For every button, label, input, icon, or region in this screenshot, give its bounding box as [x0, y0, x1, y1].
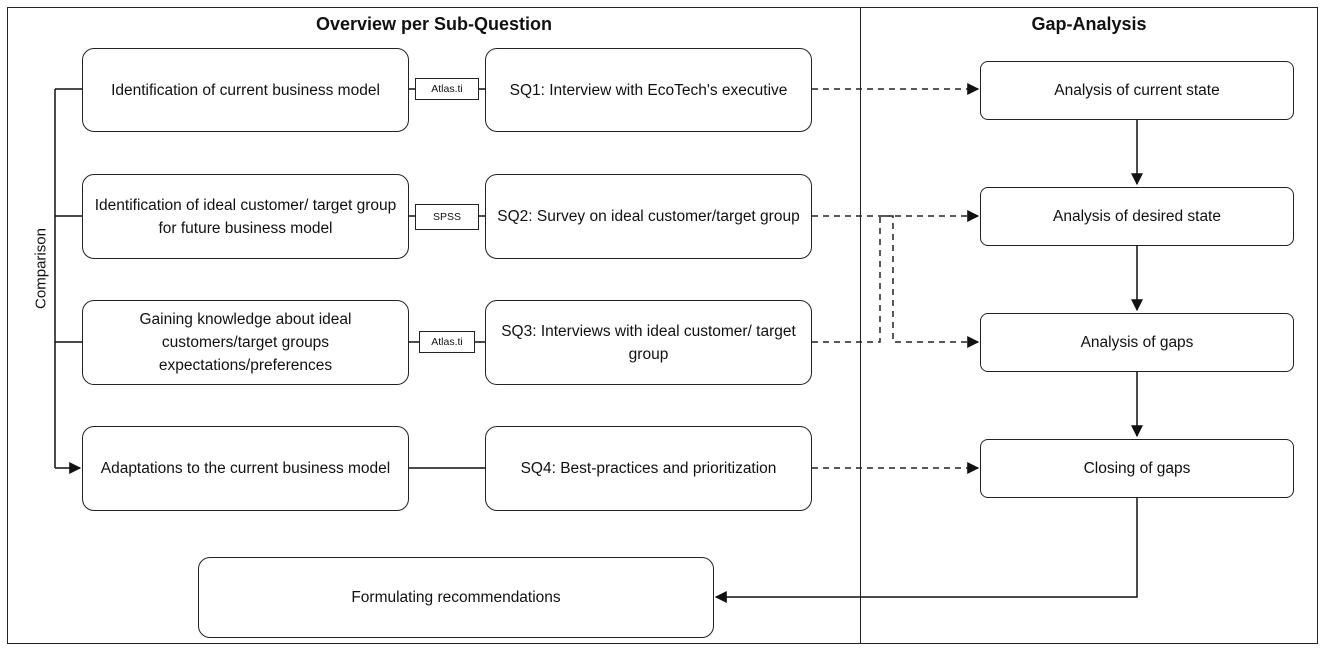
gap-step-desired-state: Analysis of desired state — [980, 187, 1294, 246]
sq-box-4: SQ4: Best-practices and prioritization — [485, 426, 812, 511]
gap-analysis-title: Gap-Analysis — [1031, 14, 1147, 34]
gap-step-current-state: Analysis of current state — [980, 61, 1294, 120]
topic-box-3: Gaining knowledge about ideal customers/… — [82, 300, 409, 385]
comparison-label: Comparison — [32, 228, 50, 309]
topic-box-4: Adaptations to the current business mode… — [82, 426, 409, 511]
tool-label-3: Atlas.ti — [419, 331, 475, 353]
gap-step-gaps: Analysis of gaps — [980, 313, 1294, 372]
tool-connectors — [409, 88, 485, 469]
gap-analysis-panel — [860, 7, 1318, 644]
recommendation-box: Formulating recommendations — [198, 557, 714, 638]
topic-box-2: Identification of ideal customer/ target… — [82, 174, 409, 259]
comparison-bracket — [54, 88, 82, 474]
gap-step-closing: Closing of gaps — [980, 439, 1294, 498]
topic-box-1: Identification of current business model — [82, 48, 409, 132]
tool-label-1: Atlas.ti — [415, 78, 479, 100]
sq-box-1: SQ1: Interview with EcoTech's executive — [485, 48, 812, 132]
sq-box-3: SQ3: Interviews with ideal customer/ tar… — [485, 300, 812, 385]
sq-box-2: SQ2: Survey on ideal customer/target gro… — [485, 174, 812, 259]
overview-title: Overview per Sub-Question — [315, 14, 553, 34]
sq-gap-connectors — [812, 83, 980, 474]
gap-chain-arrows — [714, 120, 1143, 603]
tool-label-2: SPSS — [415, 204, 479, 230]
